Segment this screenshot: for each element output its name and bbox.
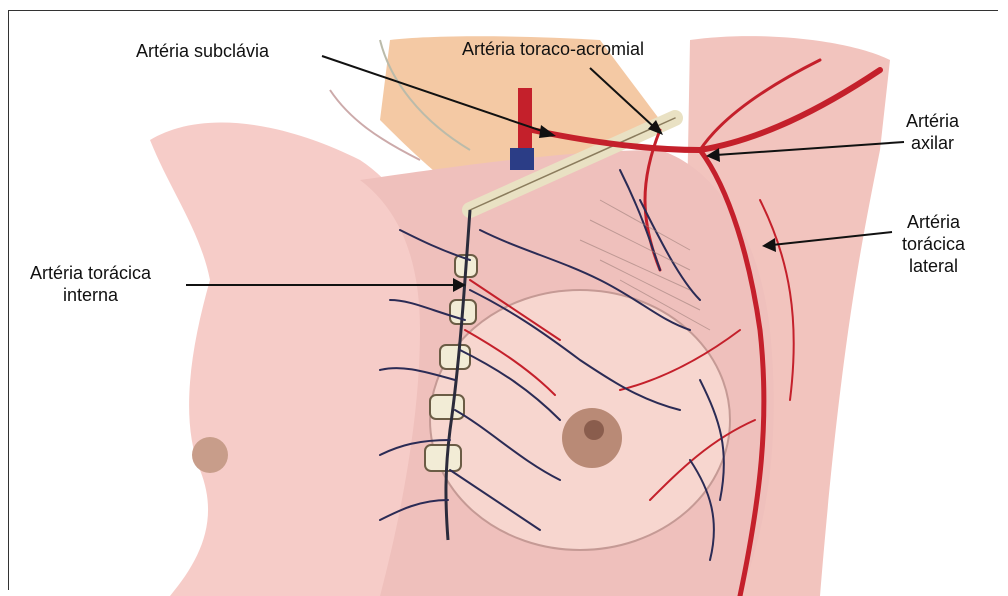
label-toracica-lateral-line2: torácica	[902, 233, 965, 255]
right-areola-center	[584, 420, 604, 440]
label-axilar-line2: axilar	[906, 132, 959, 154]
subclavian-vein-stump	[510, 148, 534, 170]
label-arteria-axilar: Artéria axilar	[906, 110, 959, 154]
label-toracica-interna-line1: Artéria torácica	[30, 262, 151, 284]
label-toracica-lateral-line1: Artéria	[902, 211, 965, 233]
left-nipple	[192, 437, 228, 473]
label-toracica-interna-line2: interna	[30, 284, 151, 306]
label-axilar-line1: Artéria	[906, 110, 959, 132]
label-arteria-subclavia: Artéria subclávia	[136, 40, 269, 62]
label-arteria-toracica-interna: Artéria torácica interna	[30, 262, 151, 306]
label-arteria-toracica-lateral: Artéria torácica lateral	[902, 211, 965, 277]
subclavian-vessel-stump	[518, 88, 532, 148]
label-toracica-lateral-line3: lateral	[902, 255, 965, 277]
label-arteria-toraco-acromial: Artéria toraco-acromial	[462, 38, 644, 60]
